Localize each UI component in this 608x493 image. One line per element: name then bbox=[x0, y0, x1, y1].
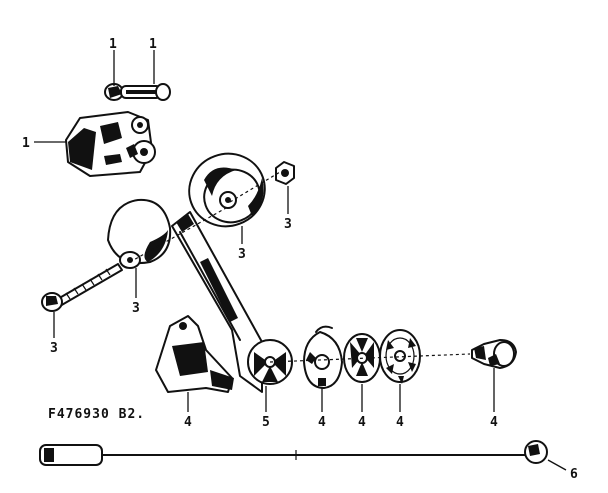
callout-washer: 4 bbox=[318, 415, 326, 430]
callout-nut: 3 bbox=[284, 217, 292, 232]
leader-lines bbox=[34, 50, 567, 471]
callout-spring-disc: 4 bbox=[358, 415, 366, 430]
spring-disc bbox=[343, 333, 381, 383]
knob bbox=[471, 339, 517, 369]
washer bbox=[303, 325, 343, 389]
cable bbox=[39, 440, 548, 466]
callout-top-bolt-left: 1 bbox=[109, 37, 117, 52]
long-arm bbox=[171, 211, 293, 393]
callout-bracket: 4 bbox=[184, 415, 192, 430]
figure-code: F476930 B2. bbox=[48, 407, 145, 422]
callout-top-bolt-right: 1 bbox=[149, 37, 157, 52]
callout-pulley: 3 bbox=[238, 247, 246, 262]
round-plate bbox=[107, 198, 172, 269]
callout-knob: 4 bbox=[490, 415, 498, 430]
callout-star-washer: 4 bbox=[396, 415, 404, 430]
bracket bbox=[155, 315, 234, 393]
callout-cable: 6 bbox=[570, 467, 578, 482]
assembly-centerline bbox=[129, 171, 471, 363]
callout-plate: 3 bbox=[132, 301, 140, 316]
screw bbox=[41, 263, 123, 312]
pulley bbox=[188, 152, 266, 228]
hex-nut bbox=[275, 161, 295, 185]
star-washer bbox=[379, 329, 421, 384]
callout-screw: 3 bbox=[50, 341, 58, 356]
callout-arm: 5 bbox=[262, 415, 270, 430]
clamp-block bbox=[65, 111, 156, 177]
top-bolt bbox=[104, 83, 171, 101]
callout-clamp: 1 bbox=[22, 136, 30, 151]
